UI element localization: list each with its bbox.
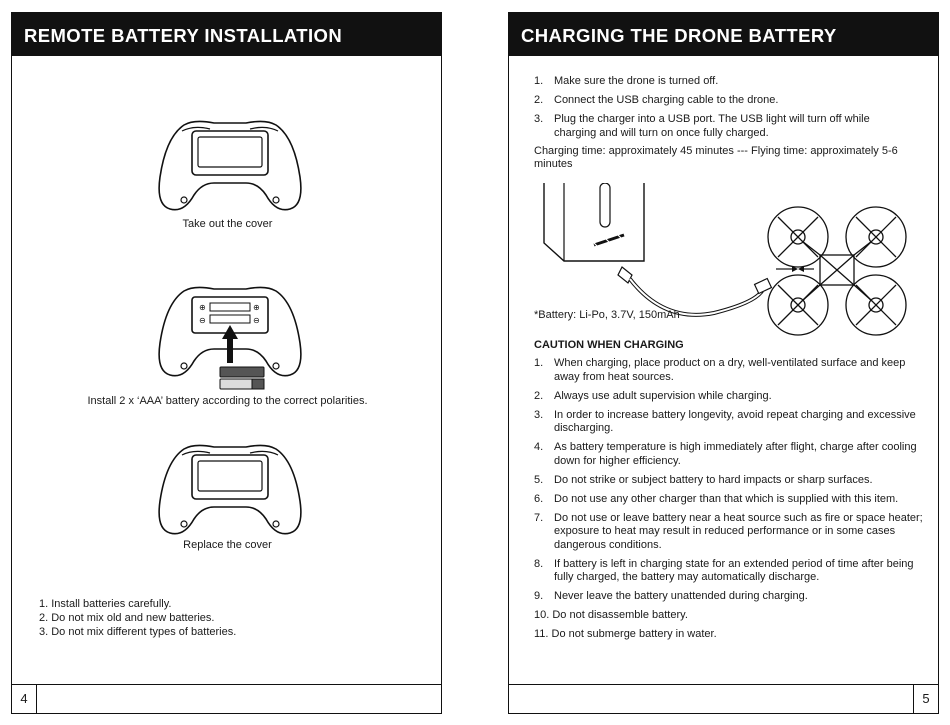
step-item: 3. Plug the charger into a USB port. The …: [534, 113, 914, 140]
caution-item: 6. Do not use any other charger than that…: [534, 493, 924, 507]
caution-item: 2. Always use adult supervision while cha…: [534, 390, 924, 404]
caution-text: Always use adult supervision while charg…: [554, 389, 772, 402]
caution-number: 5.: [534, 473, 544, 486]
caution-text: Do not use any other charger than that w…: [554, 492, 899, 505]
caution-item: 10. Do not disassemble battery.: [534, 609, 924, 623]
step-text: Make sure the drone is turned off.: [554, 75, 719, 87]
caution-number: 8.: [534, 557, 544, 570]
note-item: 1. Install batteries carefully.: [39, 598, 172, 610]
svg-text:⊖: ⊖: [199, 316, 206, 325]
charging-time-text: Charging time: approximately 45 minutes …: [534, 144, 898, 171]
caution-item: 11. Do not submerge battery in water.: [534, 628, 924, 642]
svg-text:⊕: ⊕: [199, 303, 206, 312]
caution-number: 9.: [534, 590, 544, 602]
left-page: REMOTE BATTERY INSTALLATION Take out the…: [11, 12, 442, 714]
left-footer: 4: [12, 684, 441, 713]
caution-item: 7. Do not use or leave battery near a hea…: [534, 512, 924, 553]
caution-item: 8. If battery is left in charging state f…: [534, 558, 924, 585]
caution-item: 4. As battery temperature is high immedia…: [534, 441, 924, 468]
step-text: Plug the charger into a USB port. The US…: [554, 113, 870, 139]
caution-heading: CAUTION WHEN CHARGING: [534, 339, 684, 351]
caption-install-batteries: Install 2 x ‘AAA’ battery according to t…: [87, 395, 368, 407]
controller-batteries-icon: ⊕ ⊕ ⊖ ⊖: [158, 286, 302, 390]
caution-number: 7.: [534, 511, 544, 524]
caution-number: 3.: [534, 408, 544, 421]
caution-number: 1.: [534, 357, 544, 369]
right-footer: 5: [509, 684, 938, 713]
page-number: 5: [913, 685, 938, 713]
charging-steps: 1. Make sure the drone is turned off. 2. C…: [534, 75, 914, 172]
page-number: 4: [12, 685, 37, 713]
caution-text: Do not strike or subject battery to hard…: [554, 473, 873, 486]
left-page-title: REMOTE BATTERY INSTALLATION: [12, 13, 441, 56]
caution-text: If battery is left in charging state for…: [554, 557, 914, 584]
caution-number: 11.: [534, 628, 549, 640]
svg-text:⊖: ⊖: [253, 316, 260, 325]
step-text: Connect the USB charging cable to the dr…: [554, 94, 779, 106]
caution-text: In order to increase battery longevity, …: [554, 408, 916, 435]
caution-item: 5. Do not strike or subject battery to ha…: [534, 474, 924, 488]
battery-notes: 1. Install batteries carefully. 2. Do no…: [39, 597, 236, 639]
caution-text: Do not submerge battery in water.: [551, 628, 717, 640]
controller-cover-on-icon: [158, 120, 302, 211]
caution-text: Do not disassemble battery.: [552, 609, 688, 621]
right-page-title: CHARGING THE DRONE BATTERY: [509, 13, 938, 56]
caption-replace-cover: Replace the cover: [183, 539, 272, 551]
caution-list: 1. When charging, place product on a dry,…: [534, 357, 924, 647]
caution-text: When charging, place product on a dry, w…: [554, 357, 906, 383]
step-number: 1.: [534, 75, 544, 87]
battery-spec: *Battery: Li-Po, 3.7V, 150mAh: [534, 309, 680, 321]
caution-text: Do not use or leave battery near a heat …: [554, 511, 923, 551]
svg-text:⊕: ⊕: [253, 303, 260, 312]
note-item: 2. Do not mix old and new batteries.: [39, 612, 215, 624]
caution-item: 3. In order to increase battery longevity…: [534, 409, 924, 436]
controller-cover-replaced-icon: [158, 444, 302, 535]
step-item: 1. Make sure the drone is turned off.: [534, 75, 914, 89]
step-number: 2.: [534, 94, 544, 106]
caution-text: As battery temperature is high immediate…: [554, 441, 917, 467]
step-item: 2. Connect the USB charging cable to the …: [534, 94, 914, 108]
caution-number: 2.: [534, 389, 544, 402]
caution-item: 1. When charging, place product on a dry,…: [534, 357, 924, 384]
caption-take-out-cover: Take out the cover: [182, 218, 273, 230]
step-number: 3.: [534, 113, 544, 125]
right-page: CHARGING THE DRONE BATTERY 1. Make sure t…: [508, 12, 939, 714]
caution-text: Never leave the battery unattended durin…: [554, 590, 808, 602]
note-item: 3. Do not mix different types of batteri…: [39, 626, 237, 638]
caution-item: 9. Never leave the battery unattended dur…: [534, 590, 924, 604]
caution-number: 6.: [534, 492, 544, 505]
drone-charging-illustration: [543, 183, 907, 336]
caution-number: 10.: [534, 609, 550, 621]
caution-number: 4.: [534, 441, 544, 453]
